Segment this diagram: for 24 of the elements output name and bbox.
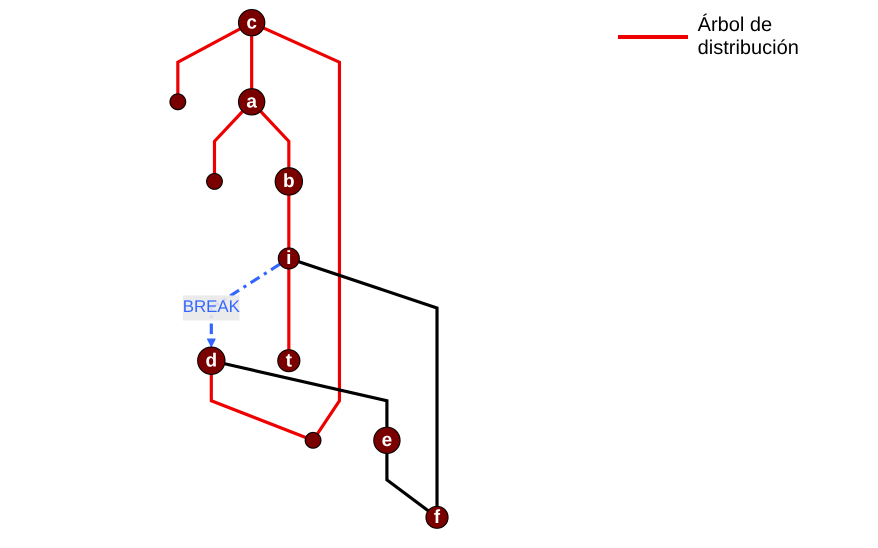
node-circle (206, 172, 223, 190)
node-circle (169, 93, 186, 110)
node-circle (238, 88, 266, 116)
connector (250, 36, 254, 89)
connector (212, 110, 244, 174)
connector (224, 362, 388, 428)
network-diagram: BREAK c d a e b f i t (0, 0, 618, 540)
connector (298, 260, 439, 506)
connector (287, 268, 290, 350)
node-circle (274, 167, 304, 196)
connector (176, 28, 241, 94)
node-circle (278, 247, 300, 270)
node-circle (277, 349, 300, 372)
legend-label: Árbol de distribución (698, 14, 800, 60)
node-circle (197, 346, 226, 375)
connector (260, 110, 290, 168)
connector (287, 195, 290, 248)
connector (210, 374, 306, 439)
connector (385, 454, 430, 512)
node-circle (304, 432, 322, 449)
node-circle (238, 8, 266, 36)
node-circle (373, 426, 401, 454)
node-circle (425, 506, 449, 529)
connector (263, 26, 342, 435)
